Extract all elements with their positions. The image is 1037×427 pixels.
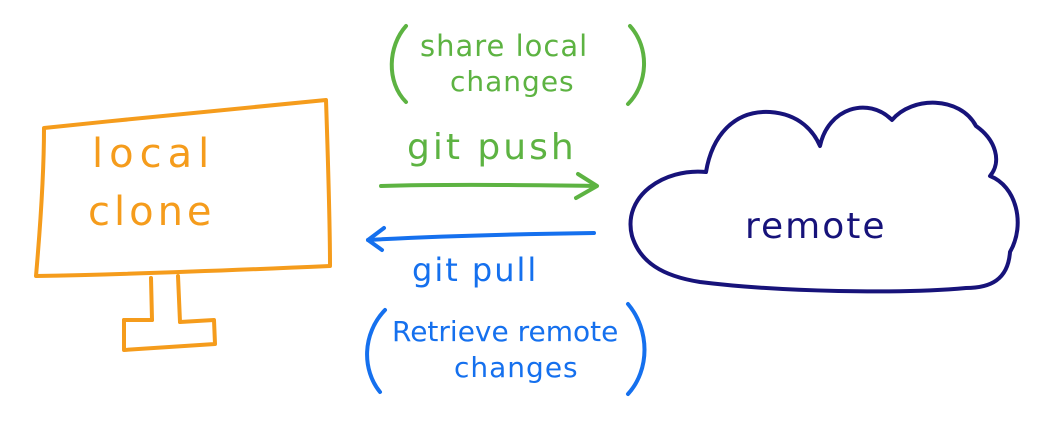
monitor-stand-right: [176, 274, 182, 324]
local-clone-label-line1: local: [92, 131, 216, 177]
push-arrow-head: [574, 172, 599, 200]
pull-description-parentheses: [365, 302, 647, 396]
push-arrow-icon: [379, 172, 599, 200]
computer-monitor-icon: [34, 98, 332, 352]
pull-description-line2: changes: [454, 351, 579, 384]
cloud-icon: [628, 100, 1020, 294]
monitor-base: [122, 318, 217, 352]
local-clone-label-line2: clone: [88, 189, 216, 235]
push-description-parentheses: [389, 24, 646, 106]
push-description-line1: share local: [420, 29, 589, 63]
push-command-label: git push: [407, 127, 577, 168]
cloud-outline: [628, 100, 1020, 294]
monitor-stand-left: [149, 276, 154, 322]
remote-label: remote: [745, 206, 887, 247]
pull-paren-right: [626, 302, 647, 396]
pull-arrow-icon: [366, 226, 596, 252]
push-arrow-shaft: [379, 182, 598, 188]
pull-arrow-head: [366, 226, 386, 252]
pull-arrow-shaft: [366, 231, 596, 242]
push-paren-left: [389, 24, 408, 104]
pull-description-line1: Retrieve remote: [392, 315, 619, 348]
pull-paren-left: [365, 308, 387, 394]
monitor-screen: [34, 98, 332, 278]
push-description-line2: changes: [450, 65, 575, 98]
pull-command-label: git pull: [412, 251, 539, 289]
push-paren-right: [626, 24, 646, 106]
